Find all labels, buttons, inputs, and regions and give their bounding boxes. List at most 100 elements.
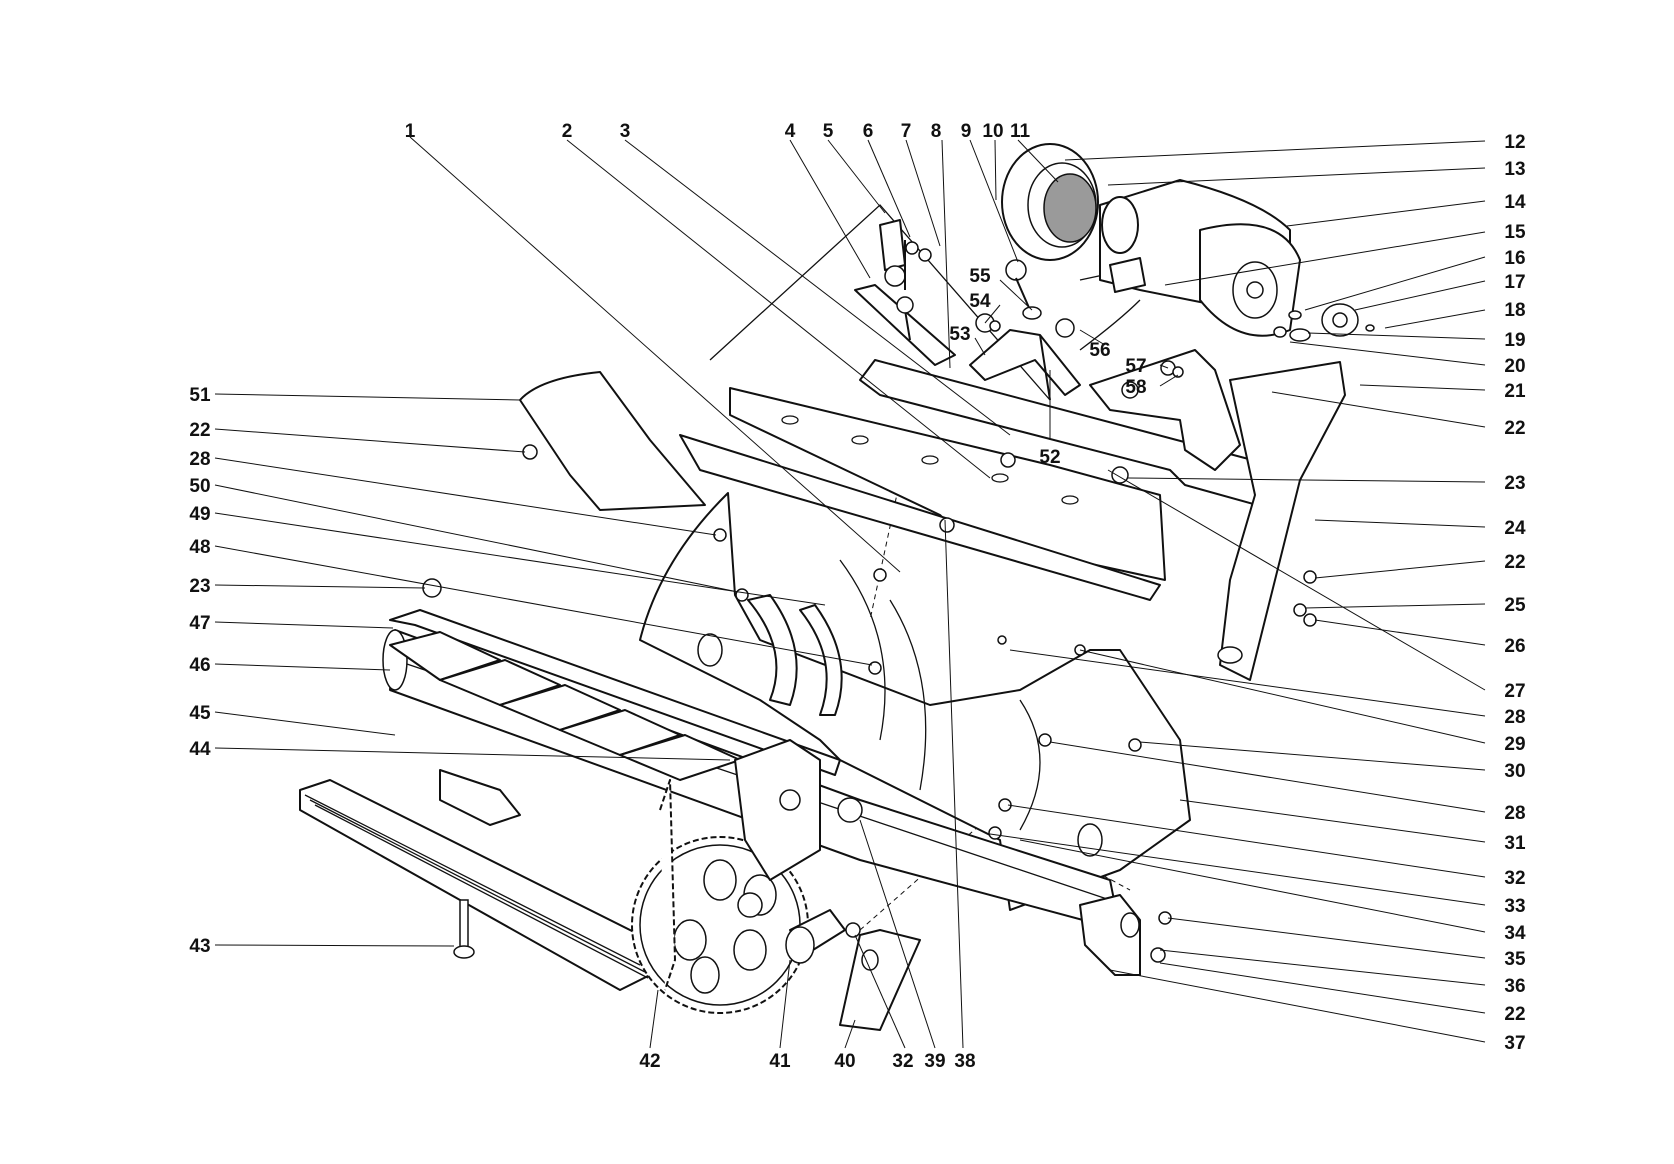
- callout-47: 47: [189, 613, 210, 634]
- leader-55: [999, 279, 1033, 311]
- drive-sprocket: [631, 739, 863, 1014]
- callout-31: 31: [1504, 833, 1526, 854]
- leader-27: [1107, 469, 1486, 691]
- callout-52: 52: [1039, 447, 1060, 468]
- leader-23a: [1127, 477, 1486, 483]
- lever-bracket: [969, 318, 1081, 401]
- callout-22d: 22: [189, 420, 210, 441]
- leader-28a: [1009, 649, 1486, 717]
- leader-14: [1286, 200, 1486, 227]
- callout-21: 21: [1504, 381, 1526, 402]
- bearing-and-plate: [785, 909, 921, 1031]
- discharge-housing: [639, 492, 1191, 911]
- leader-54: [984, 304, 1001, 324]
- leader-34: [1019, 839, 1486, 933]
- leader-37: [1109, 969, 1486, 1043]
- leader-16: [1304, 256, 1486, 311]
- callout-42: 42: [639, 1051, 660, 1072]
- callout-30: 30: [1504, 761, 1525, 782]
- callout-4: 4: [785, 121, 796, 142]
- leader-44: [214, 747, 731, 761]
- callout-23b: 23: [189, 576, 210, 597]
- callout-17: 17: [1504, 272, 1525, 293]
- callout-28c: 28: [189, 449, 210, 470]
- leader-20: [1289, 341, 1486, 366]
- leader-58: [1159, 374, 1179, 387]
- callout-49: 49: [189, 504, 210, 525]
- leader-47: [214, 621, 394, 629]
- leader-1: [409, 136, 901, 573]
- callout-32a: 32: [1504, 868, 1525, 889]
- leader-32a: [1007, 804, 1486, 878]
- leader-17: [1354, 280, 1486, 311]
- leader-22a: [1271, 391, 1486, 428]
- callout-13: 13: [1504, 159, 1525, 180]
- callout-12: 12: [1504, 132, 1525, 153]
- leader-40: [844, 1019, 856, 1049]
- callout-35: 35: [1504, 949, 1526, 970]
- leader-28b: [1049, 741, 1486, 813]
- handle-frame-tube: [859, 349, 1346, 681]
- callout-51: 51: [189, 385, 211, 406]
- callout-10: 10: [982, 121, 1003, 142]
- leader-18: [1384, 309, 1486, 329]
- callout-1: 1: [405, 121, 416, 142]
- leader-29: [1079, 649, 1486, 744]
- leader-7: [905, 139, 941, 247]
- callout-3: 3: [620, 121, 631, 142]
- callout-33: 33: [1504, 896, 1525, 917]
- callout-15: 15: [1504, 222, 1526, 243]
- callout-27: 27: [1504, 681, 1525, 702]
- callout-14: 14: [1504, 192, 1526, 213]
- leader-56: [1079, 329, 1106, 346]
- callout-23a: 23: [1504, 473, 1525, 494]
- leader-32b: [854, 934, 906, 1049]
- callout-55: 55: [969, 266, 991, 287]
- callout-56: 56: [1089, 340, 1110, 361]
- leader-3: [624, 139, 1011, 436]
- adjustment-lever-assembly: [854, 219, 956, 366]
- callout-38: 38: [954, 1051, 975, 1072]
- leader-48: [214, 545, 873, 666]
- leader-53: [974, 337, 986, 356]
- callout-19: 19: [1504, 330, 1525, 351]
- callout-48: 48: [189, 537, 210, 558]
- leader-26: [1314, 619, 1486, 646]
- callout-28b: 28: [1504, 803, 1525, 824]
- callout-43: 43: [189, 936, 210, 957]
- leader-41: [779, 959, 791, 1049]
- leader-8: [941, 139, 951, 369]
- leader-22d: [214, 428, 526, 453]
- callout-46: 46: [189, 655, 210, 676]
- callout-24: 24: [1504, 518, 1526, 539]
- callout-leader-lines: [214, 136, 1486, 1049]
- callout-36: 36: [1504, 976, 1525, 997]
- callout-22b: 22: [1504, 552, 1525, 573]
- callout-18: 18: [1504, 300, 1525, 321]
- callout-54: 54: [969, 291, 991, 312]
- leader-49: [214, 512, 826, 606]
- bottom-scraper-blade: [299, 769, 661, 991]
- leader-23b: [214, 584, 426, 589]
- leader-33: [989, 833, 1486, 906]
- upper-frame-plate: [679, 387, 1166, 601]
- callout-29: 29: [1504, 734, 1525, 755]
- leader-31: [1179, 799, 1486, 843]
- leader-28c: [214, 457, 717, 536]
- callout-22c: 22: [1504, 1004, 1525, 1025]
- motor-small-parts: [1273, 303, 1375, 342]
- callout-26: 26: [1504, 636, 1525, 657]
- leader-57: [1159, 364, 1169, 369]
- scraper-bar: [389, 609, 841, 781]
- leader-50: [214, 484, 739, 593]
- leader-4: [789, 139, 871, 279]
- callout-40: 40: [834, 1051, 855, 1072]
- callout-9: 9: [961, 121, 972, 142]
- callout-50: 50: [189, 476, 210, 497]
- leader-2: [566, 139, 991, 479]
- leader-30: [1139, 741, 1486, 771]
- leader-42: [649, 989, 659, 1049]
- leader-21: [1359, 384, 1486, 391]
- callout-8: 8: [931, 121, 942, 142]
